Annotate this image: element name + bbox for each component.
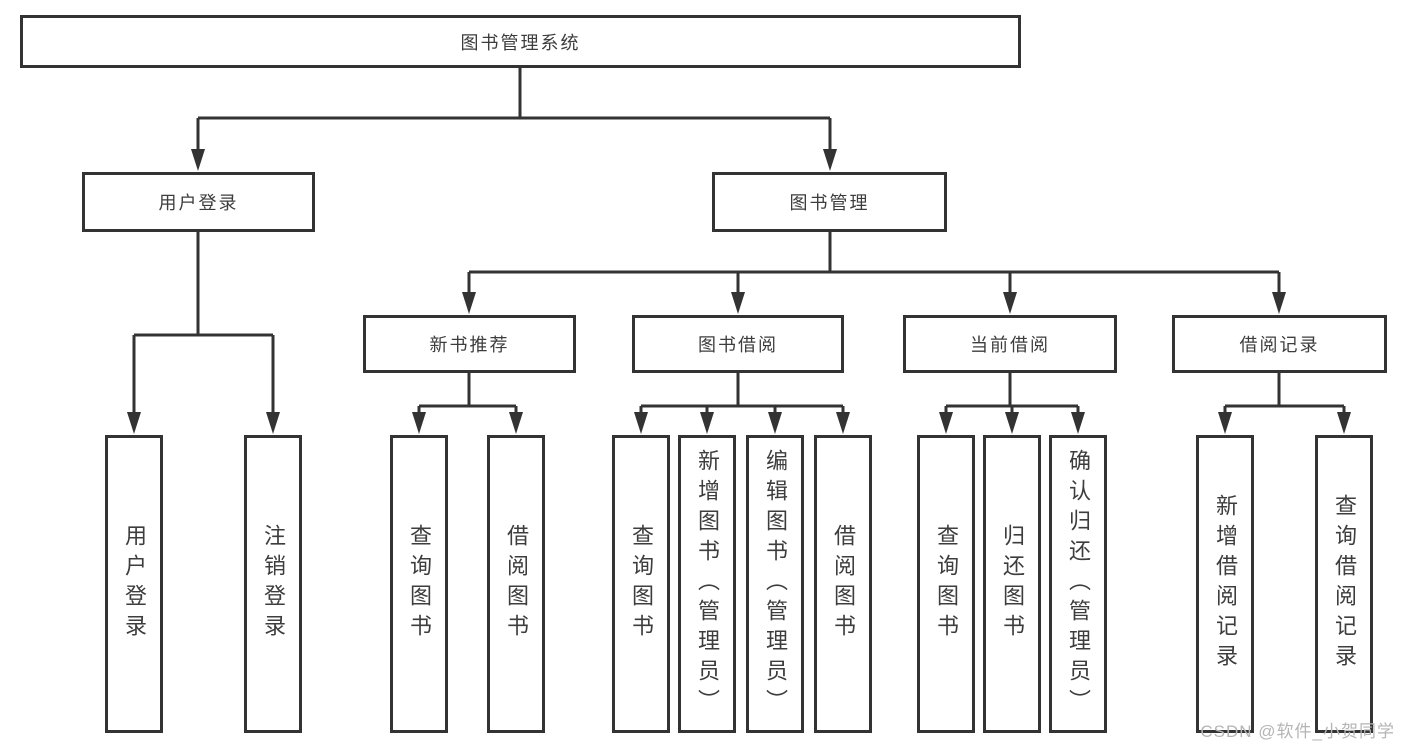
node-label: 归还图书 — [1000, 524, 1025, 644]
node-label: 新增借阅记录 — [1213, 494, 1238, 674]
leaf-borrow-books: 借阅图书 — [814, 435, 872, 733]
node-label: 用户登录 — [158, 193, 239, 213]
node-book-borrowing: 图书借阅 — [632, 315, 844, 373]
leaf-current-query-books: 查询图书 — [917, 435, 975, 733]
leaf-user-login: 用户登录 — [105, 435, 163, 733]
node-label: 查询借阅记录 — [1332, 494, 1357, 674]
node-label: 借阅图书 — [831, 524, 856, 644]
node-label: 图书管理 — [789, 193, 870, 213]
node-label: 编辑图书（管理员） — [763, 449, 788, 719]
csdn-watermark: CSDN @软件_小贺同学 — [1200, 722, 1395, 741]
node-label: 新增图书（管理员） — [695, 449, 720, 719]
leaf-recommend-borrow-books: 借阅图书 — [487, 435, 545, 733]
node-book-management-system: 图书管理系统 — [20, 15, 1021, 68]
node-current-borrowing: 当前借阅 — [903, 315, 1117, 373]
leaf-confirm-return-admin: 确认归还（管理员） — [1049, 435, 1107, 733]
leaf-return-books: 归还图书 — [983, 435, 1041, 733]
leaf-query-borrow-record: 查询借阅记录 — [1315, 435, 1373, 733]
leaf-logout: 注销登录 — [244, 435, 302, 733]
node-label: 注销登录 — [261, 524, 286, 644]
node-label: 确认归还（管理员） — [1066, 449, 1091, 719]
leaf-edit-book-admin: 编辑图书（管理员） — [746, 435, 804, 733]
node-label: 查询图书 — [629, 524, 654, 644]
node-label: 查询图书 — [407, 524, 432, 644]
node-label: 图书借阅 — [698, 335, 778, 355]
leaf-recommend-query-books: 查询图书 — [390, 435, 448, 733]
node-new-book-recommend: 新书推荐 — [363, 315, 576, 373]
node-borrowing-records: 借阅记录 — [1172, 315, 1387, 373]
node-label: 借阅图书 — [504, 524, 529, 644]
node-label: 查询图书 — [934, 524, 959, 644]
leaf-add-borrow-record: 新增借阅记录 — [1196, 435, 1254, 733]
node-user-login: 用户登录 — [82, 172, 315, 232]
node-label: 新书推荐 — [429, 335, 510, 355]
node-label: 当前借阅 — [970, 335, 1050, 355]
leaf-add-book-admin: 新增图书（管理员） — [678, 435, 736, 733]
node-label: 图书管理系统 — [460, 32, 581, 53]
node-label: 借阅记录 — [1239, 335, 1320, 355]
leaf-borrow-query-books: 查询图书 — [612, 435, 670, 733]
node-label: 用户登录 — [122, 524, 147, 644]
node-book-management: 图书管理 — [712, 172, 947, 232]
